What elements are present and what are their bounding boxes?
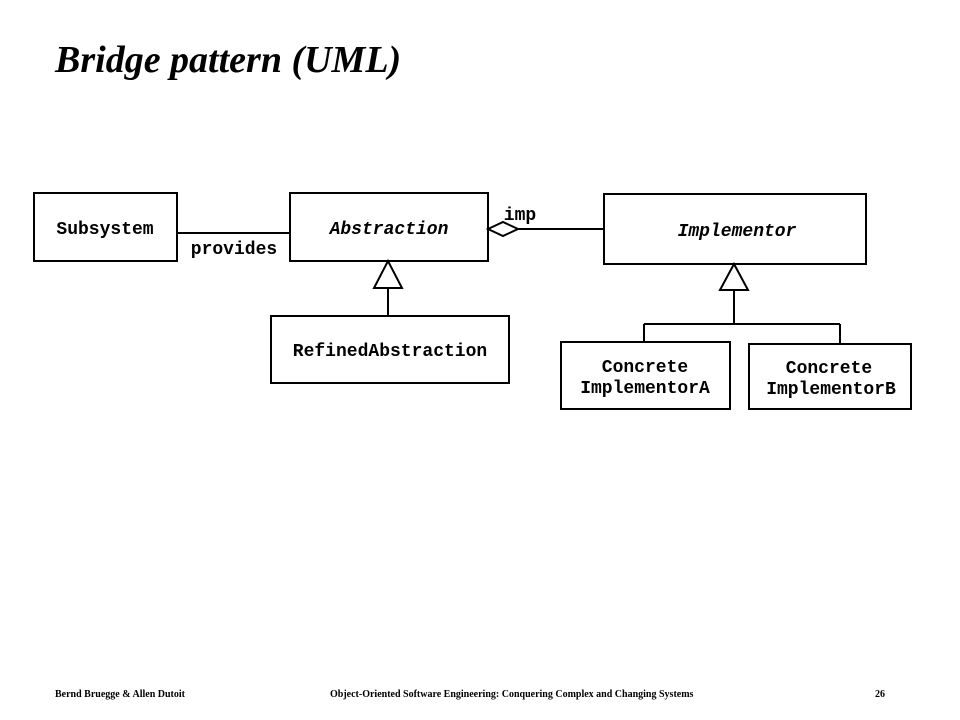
slide-title: Bridge pattern (UML) xyxy=(55,39,402,81)
concrete-implementor-b-class[interactable]: Concrete ImplementorB xyxy=(748,343,912,410)
concrete-implementor-a-class[interactable]: Concrete ImplementorA xyxy=(560,341,731,410)
subsystem-class[interactable]: Subsystem xyxy=(33,192,178,262)
concrete-b-name-line1: Concrete xyxy=(786,359,872,379)
abstraction-class-name: Abstraction xyxy=(329,220,449,240)
implementor-class[interactable]: Implementor xyxy=(603,193,867,265)
concrete-a-name-line1: Concrete xyxy=(602,358,688,378)
footer-authors: Bernd Bruegge & Allen Dutoit xyxy=(55,689,185,700)
implementor-class-name: Implementor xyxy=(678,222,797,242)
footer-page-number: 26 xyxy=(875,689,885,700)
provides-label: provides xyxy=(191,240,277,260)
imp-label: imp xyxy=(504,206,536,226)
refined-abstraction-class[interactable]: RefinedAbstraction xyxy=(270,315,510,384)
footer-book-title: Object-Oriented Software Engineering: Co… xyxy=(330,689,694,700)
refined-abstraction-class-name: RefinedAbstraction xyxy=(293,342,487,362)
abstraction-class[interactable]: Abstraction xyxy=(289,192,489,262)
implementor-inheritance-triangle xyxy=(718,261,750,291)
concrete-a-name-line2: ImplementorA xyxy=(580,379,710,399)
concrete-b-name-line2: ImplementorB xyxy=(766,380,896,400)
subsystem-class-name: Subsystem xyxy=(56,220,153,240)
abstraction-inheritance-triangle xyxy=(372,258,404,289)
